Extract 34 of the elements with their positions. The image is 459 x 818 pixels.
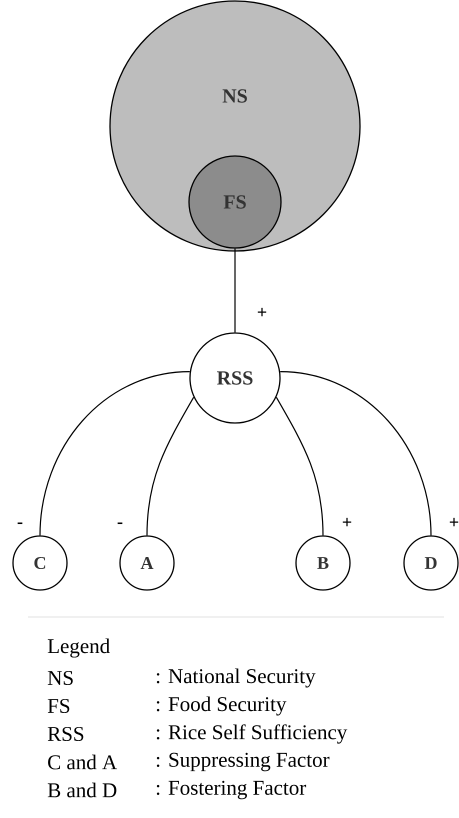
circle-node — [119, 535, 175, 591]
sign-label: + — [342, 518, 352, 526]
circle-node — [12, 535, 68, 591]
connector — [39, 371, 190, 536]
node-label: RSS — [217, 371, 252, 385]
connector — [276, 397, 324, 536]
legend-text: RSS — [48, 726, 84, 742]
sign-label: - — [118, 522, 122, 524]
legend-text: Legend — [48, 638, 110, 658]
legend-text: : Food Security — [156, 696, 286, 716]
node-label: A — [140, 557, 154, 569]
circle-node — [295, 535, 351, 591]
node-label: FS — [224, 195, 246, 209]
legend-text: : Fostering Factor — [156, 780, 306, 800]
circle-node — [403, 535, 459, 591]
node-label: D — [424, 557, 437, 569]
node-label: C — [34, 556, 46, 570]
sign-label: - — [18, 522, 22, 524]
legend-text: : Suppressing Factor — [156, 752, 330, 772]
sign-label: + — [258, 308, 266, 316]
legend-text: : Rice Self Sufficiency — [156, 724, 348, 744]
connector — [280, 371, 432, 536]
legend-text: : National Security — [156, 668, 316, 688]
node-label: B — [317, 557, 328, 569]
sign-label: + — [450, 518, 458, 526]
legend-text: FS — [48, 698, 70, 714]
circle-node — [189, 332, 281, 424]
legend-text: C and A — [48, 754, 118, 770]
connector — [146, 397, 194, 536]
connector — [234, 248, 236, 332]
legend-text: B and D — [48, 782, 116, 798]
inner-circle — [188, 155, 282, 249]
node-label: NS — [222, 89, 247, 103]
legend-text: NS — [48, 670, 73, 686]
